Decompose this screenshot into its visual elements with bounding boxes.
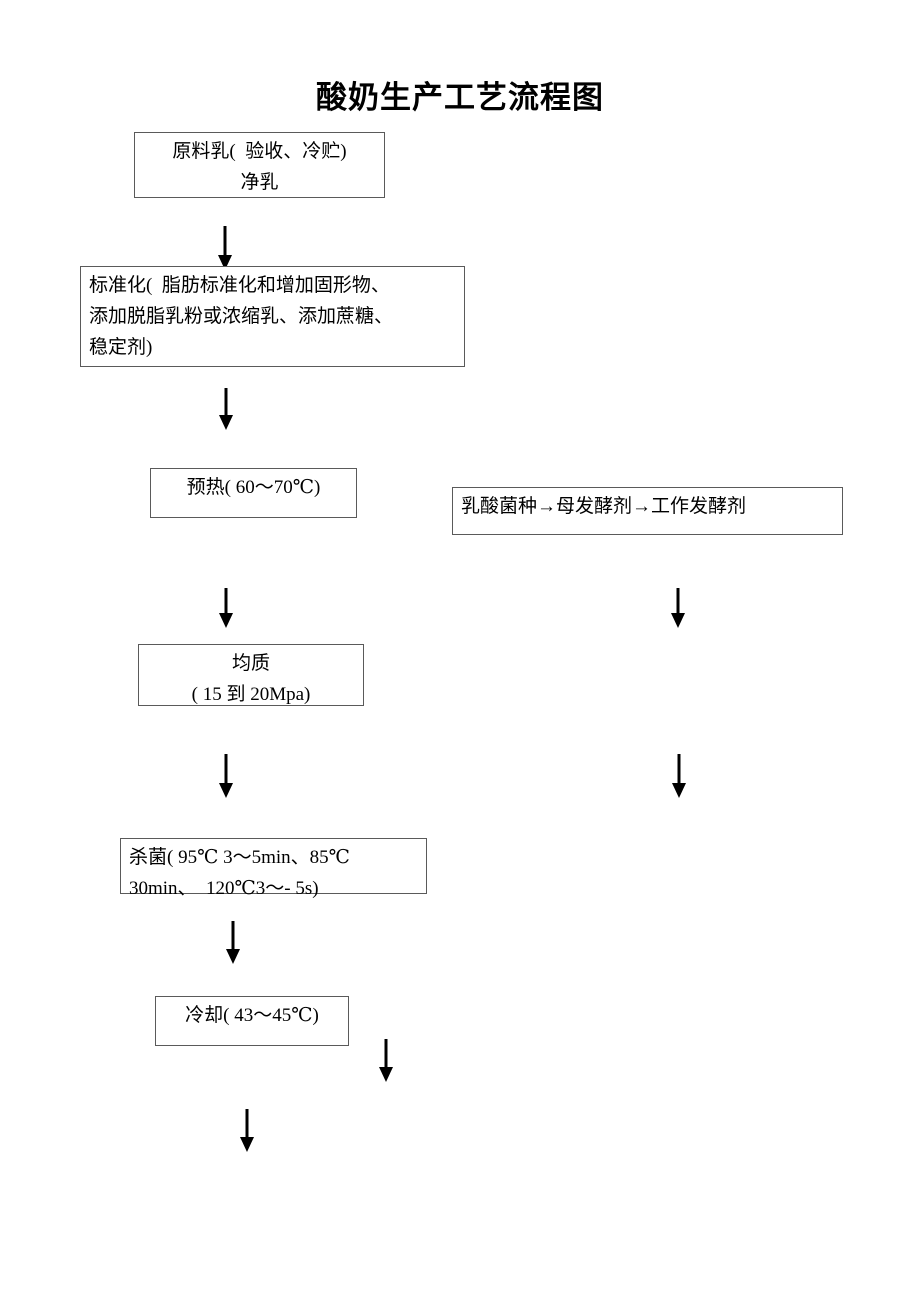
arrow-preheat-to-homogenization [216,588,236,628]
arrow-sterilization-to-cooling [223,921,243,964]
arrow-head [240,1137,254,1152]
arrow-culture-down-2 [669,754,689,798]
arrow-head [379,1067,393,1082]
node-homogenization[interactable]: 均质 ( 15 到 20Mpa) [138,644,364,706]
arrow-culture-down-1 [668,588,688,628]
node-homogenization-line-1: 均质 [231,653,270,674]
arrow-shaft [224,588,228,613]
arrow-head [671,613,685,628]
node-preheat-line-1: 预热( 60～70℃) [186,477,321,498]
arrow-head [226,949,240,964]
arrow-cooling-down [237,1109,257,1152]
node-cooling-line-1: 冷却( 43～45℃) [185,1005,319,1026]
arrow-head [219,783,233,798]
node-standardization-line-1: 标准化( 脂肪标准化和增加固形物、 [89,275,390,296]
arrow-shaft [223,226,227,255]
node-preheat[interactable]: 预热( 60～70℃) [150,468,357,518]
arrow-standardization-to-preheat [216,388,236,430]
node-raw-milk[interactable]: 原料乳( 验收、冷贮) 净乳 [134,132,385,198]
arrow-shaft [224,388,228,415]
arrow-shaft [676,588,680,613]
node-standardization-line-3: 稳定剂) [89,337,153,358]
arrow-culture-down-3 [376,1039,396,1082]
node-sterilization-line-1: 杀菌( 95℃ 3～5min、85℃ [129,847,350,868]
arrow-homogenization-to-sterilization [216,754,236,798]
arrow-head [672,783,686,798]
node-sterilization[interactable]: 杀菌( 95℃ 3～5min、85℃ 30min、 120℃3～- 5s) [120,838,427,899]
node-standardization-line-2: 添加脱脂乳粉或浓缩乳、添加蔗糖、 [89,306,394,327]
arrow-shaft [245,1109,249,1137]
arrow-head [219,415,233,430]
node-standardization[interactable]: 标准化( 脂肪标准化和增加固形物、 添加脱脂乳粉或浓缩乳、添加蔗糖、 稳定剂) [80,266,465,367]
arrow-shaft [231,921,235,949]
arrow-raw-to-standardization [215,226,235,270]
node-raw-milk-line-2: 净乳 [240,172,279,193]
node-sterilization-line-2: 30min、 120℃3～- 5s) [129,878,319,899]
node-raw-milk-line-1: 原料乳( 验收、冷贮) [172,141,347,162]
arrow-shaft [384,1039,388,1067]
arrow-shaft [224,754,228,783]
arrow-shaft [677,754,681,783]
page-title: 酸奶生产工艺流程图 [316,80,604,115]
node-starter-culture-line-1: 乳酸菌种→母发酵剂→工作发酵剂 [461,496,747,517]
node-starter-culture[interactable]: 乳酸菌种→母发酵剂→工作发酵剂 [452,487,843,535]
arrow-head [219,613,233,628]
node-homogenization-line-2: ( 15 到 20Mpa) [191,684,311,705]
node-cooling[interactable]: 冷却( 43～45℃) [155,996,349,1046]
